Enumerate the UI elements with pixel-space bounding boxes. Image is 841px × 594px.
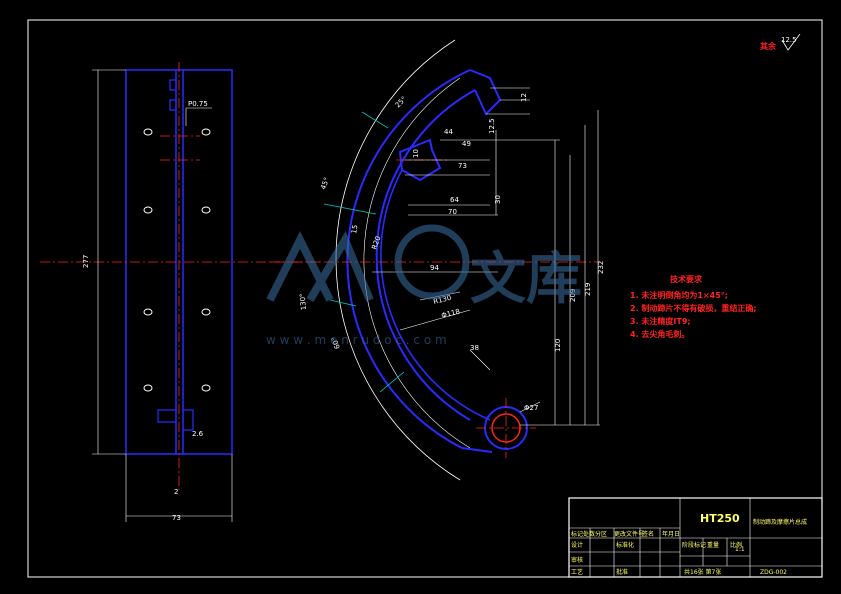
tech-req-3: 3. 未注精度IT9; xyxy=(630,316,691,326)
tech-requirements: 技术要求 1. 未注明倒角均为1×45°; 2. 制动蹄片不得有破损，重结正确;… xyxy=(630,274,757,339)
dim-44: 44 xyxy=(444,128,453,136)
tech-req-title: 技术要求 xyxy=(670,274,703,284)
tb-row-6: 审核 xyxy=(571,556,583,564)
dim-10: 10 xyxy=(412,149,420,158)
small-dim: 2.6 xyxy=(192,430,204,438)
sheets: 共16张 第7张 xyxy=(684,568,721,576)
watermark-brand: 文库 xyxy=(470,247,582,312)
dim-232: 232 xyxy=(597,261,605,274)
tb-row-1: 更改文件号 xyxy=(614,530,644,538)
roughness-label: 其余 xyxy=(760,41,777,51)
stage-header-2: 重量 xyxy=(707,541,719,549)
shoe-inner-edge xyxy=(375,89,476,421)
dim-phi27: Φ27 xyxy=(524,404,538,412)
part-name: 制动蹄及摩擦片总成 xyxy=(753,518,807,526)
angle-45: 45° xyxy=(319,176,331,190)
dim-73: 73 xyxy=(458,162,467,170)
left-center-lines xyxy=(40,62,320,490)
tech-req-2: 2. 制动蹄片不得有破损，重结正确; xyxy=(630,303,757,313)
shoe-top-end xyxy=(469,69,502,116)
dim-12: 12 xyxy=(520,93,528,102)
dim-219: 219 xyxy=(584,283,592,296)
bottom-dim: 2 xyxy=(174,488,178,496)
left-view: 277 73 P0.75 2.6 2 xyxy=(40,62,320,522)
dim-64: 64 xyxy=(450,196,459,204)
dim-12-5: 12.5 xyxy=(488,118,496,134)
height-dim: 277 xyxy=(82,255,90,268)
pitch-dim: P0.75 xyxy=(188,100,208,108)
notches xyxy=(157,79,194,431)
watermark: 文库 w w w . m e n r u d o c . c o m xyxy=(266,224,582,347)
tech-req-1: 1. 未注明倒角均为1×45°; xyxy=(630,290,728,300)
dim-120: 120 xyxy=(554,339,562,352)
dim-30: 30 xyxy=(494,195,502,204)
tech-req-4: 4. 去尖角毛刺。 xyxy=(630,329,689,339)
scale: 1:1 xyxy=(735,546,745,553)
title-block: HT250 制动蹄及摩擦片总成 ZDG-002 1:1 共16张 第7张 阶段标… xyxy=(568,497,823,578)
tb-row-3: 年月日 xyxy=(662,530,680,538)
width-dim: 73 xyxy=(172,514,181,522)
drawing-number: ZDG-002 xyxy=(760,569,787,576)
tb-row-5: 标准化 xyxy=(616,541,634,549)
tb-row-2: 签名 xyxy=(642,530,654,538)
dim-94: 94 xyxy=(430,264,439,272)
watermark-circle xyxy=(394,224,470,300)
dim-15: 15 xyxy=(350,224,359,234)
dim-38: 38 xyxy=(470,344,479,352)
roughness-symbol: 其余 12.5 xyxy=(760,33,801,51)
arc-ref xyxy=(363,77,471,449)
roughness-mark xyxy=(781,33,801,51)
angle-130: 130° xyxy=(299,293,308,311)
drawing-border xyxy=(27,19,823,578)
web-edge xyxy=(380,169,491,421)
dim-209: 209 xyxy=(569,289,577,302)
rivet-holes xyxy=(143,128,211,392)
roughness-value: 12.5 xyxy=(781,36,797,44)
angle-25: 25° xyxy=(394,95,408,109)
right-dimensions xyxy=(372,87,600,426)
tb-row-7: 工艺 xyxy=(571,568,583,576)
dim-49: 49 xyxy=(462,140,471,148)
left-dimensions xyxy=(92,69,233,522)
material: HT250 xyxy=(700,512,740,525)
watermark-url: w w w . m e n r u d o c . c o m xyxy=(266,333,447,347)
stage-header-3: 比例 xyxy=(730,541,742,549)
dim-70: 70 xyxy=(448,208,457,216)
shoe-bottom-end xyxy=(461,447,493,453)
angle-60: 60° xyxy=(330,336,342,350)
section-markers xyxy=(323,111,405,393)
stage-header-1: 阶段标记 xyxy=(682,541,706,549)
tb-row-4: 设计 xyxy=(571,541,583,549)
watermark-logo xyxy=(266,231,374,303)
dim-r118: Φ118 xyxy=(441,308,461,320)
tb-row-8: 批准 xyxy=(616,568,628,576)
tb-row-0: 标记处数分区 xyxy=(571,530,607,538)
anchor-pin-lug xyxy=(398,138,442,182)
